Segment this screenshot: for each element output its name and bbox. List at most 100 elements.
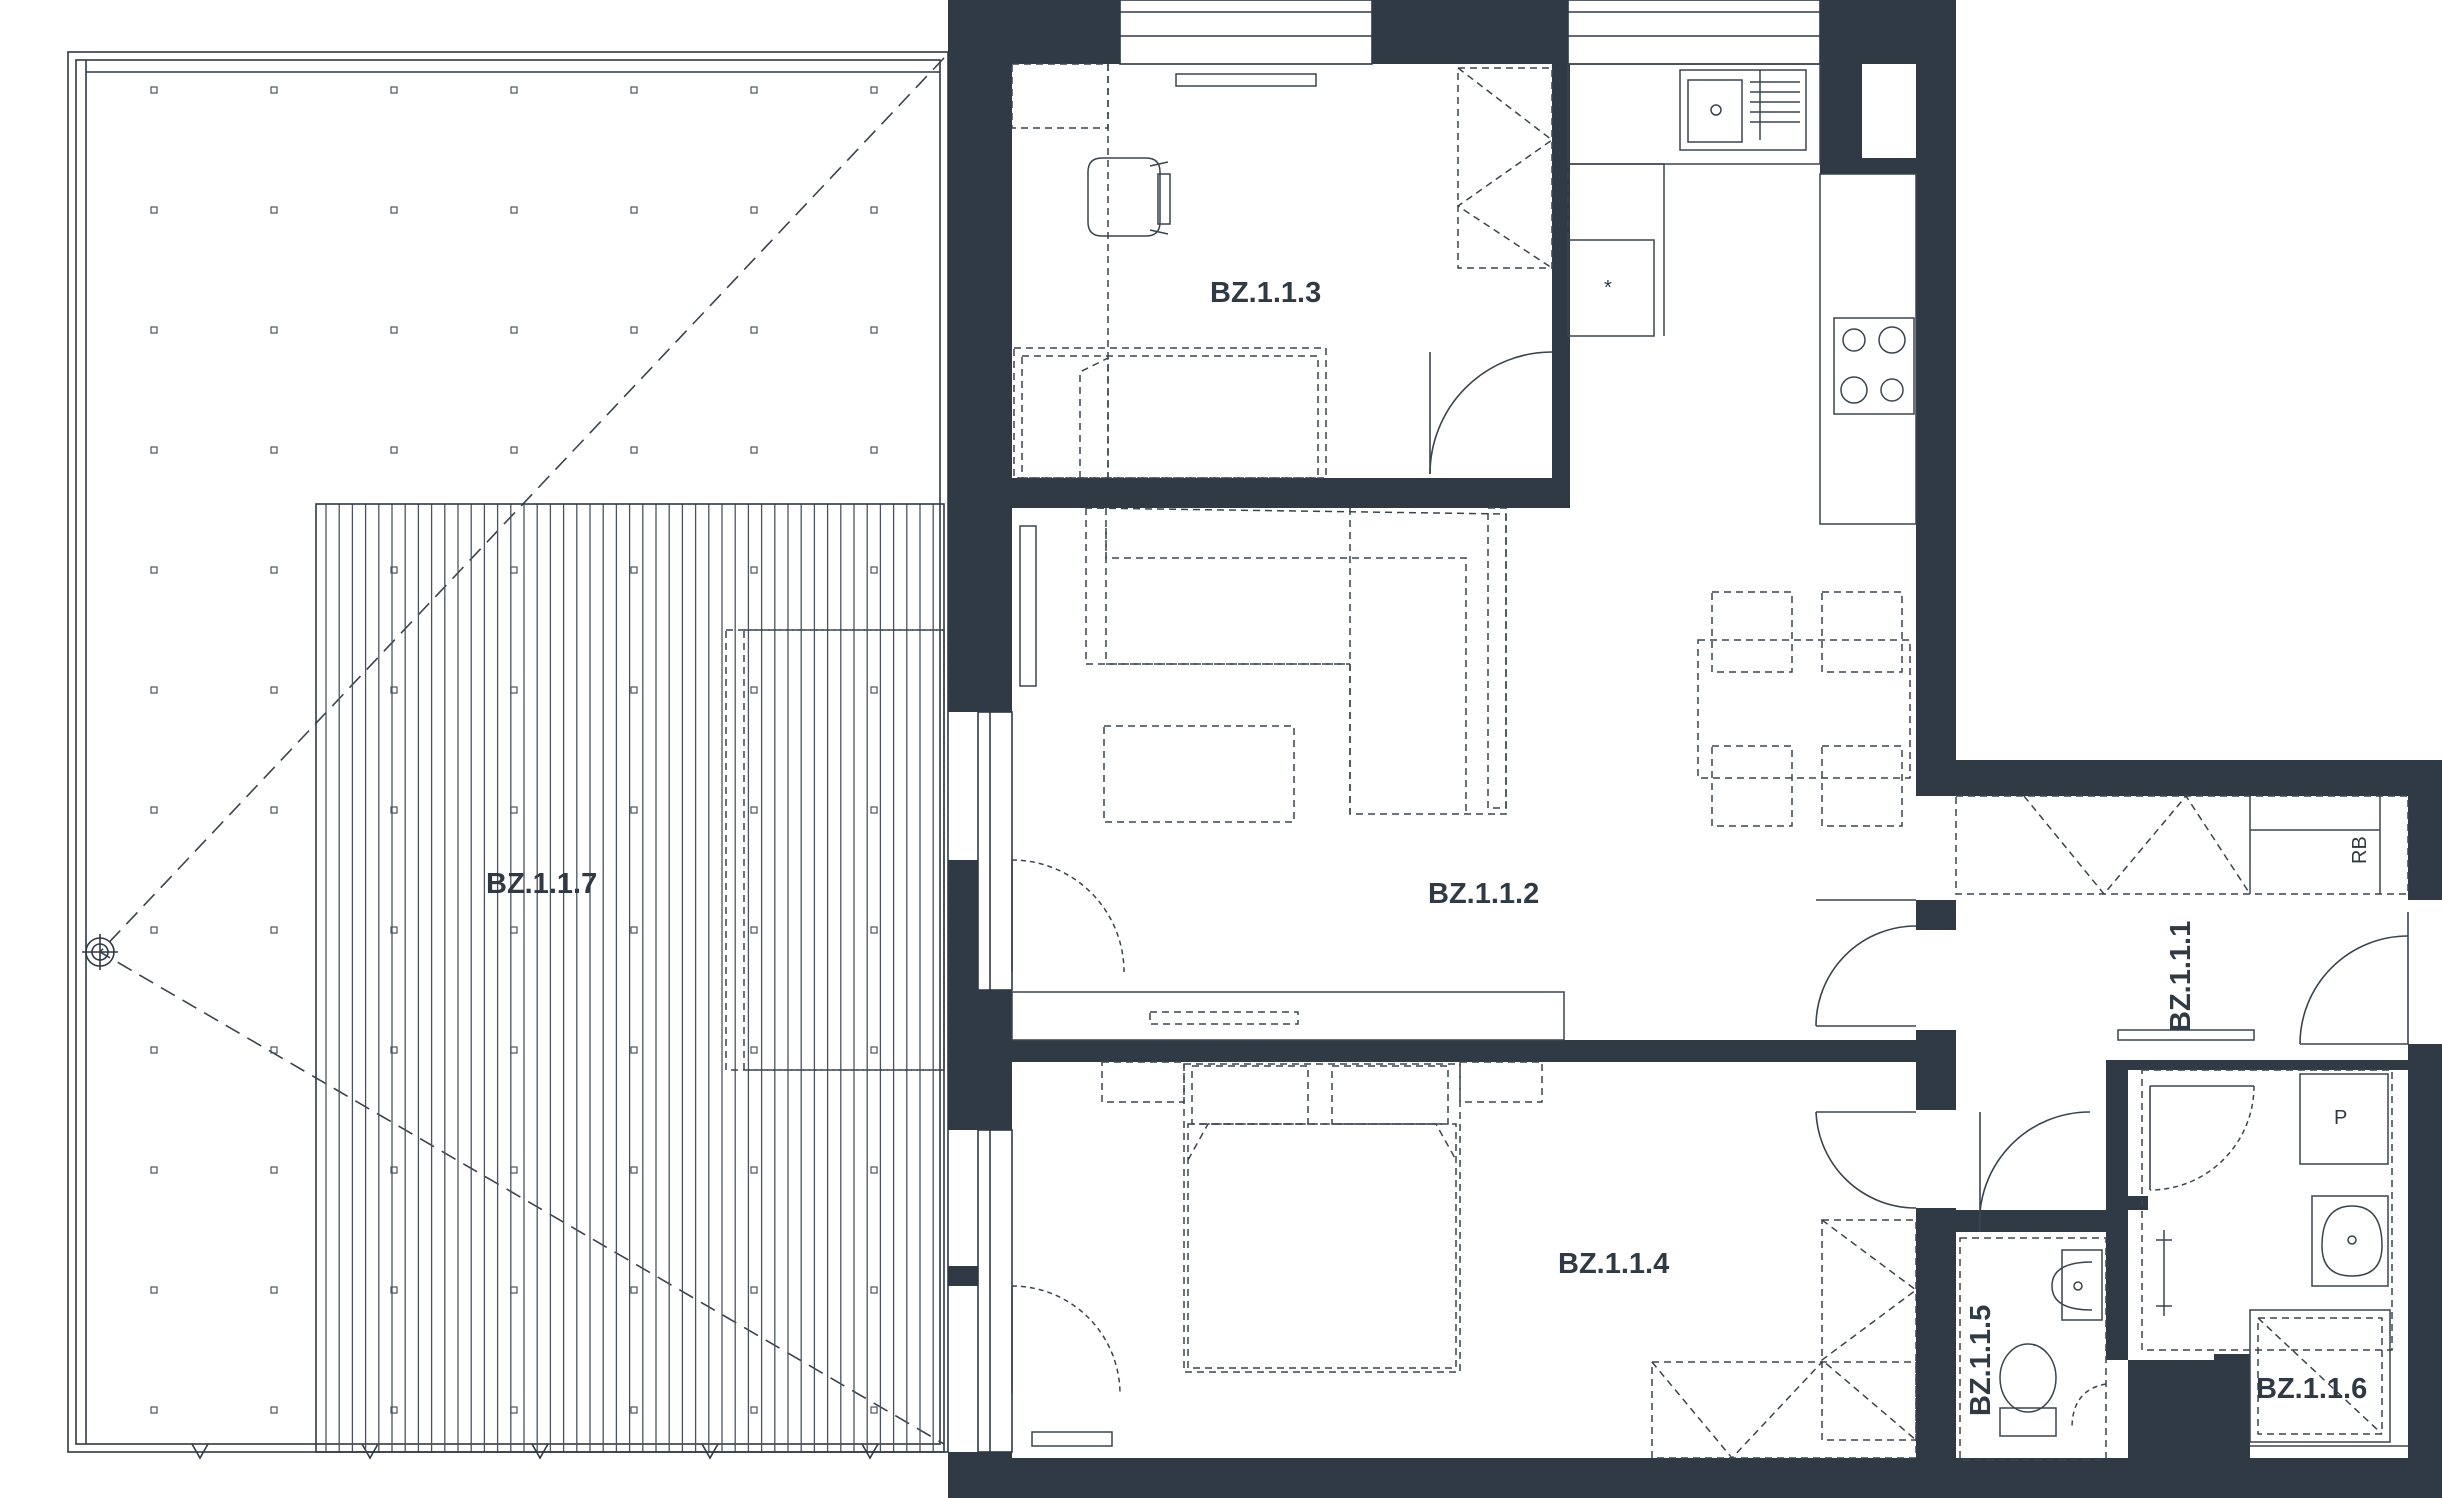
grid-dot — [750, 686, 758, 694]
grid-dot — [270, 326, 278, 334]
room-bz-1-1-5 — [1959, 1111, 2107, 1461]
p-mark: P — [2334, 1107, 2347, 1129]
grid-dot — [150, 1046, 158, 1054]
shower-tray-icon — [2249, 1309, 2391, 1443]
tile-grid-dots — [150, 86, 878, 1414]
grid-dot — [630, 566, 638, 574]
cooktop-icon — [1833, 317, 1915, 415]
grid-dot — [870, 926, 878, 934]
grid-dot — [150, 566, 158, 574]
towel-rail-icon — [2156, 1230, 2172, 1316]
grid-dot — [630, 86, 638, 94]
grid-dot — [510, 1046, 518, 1054]
grid-dot — [150, 206, 158, 214]
grid-dot — [390, 446, 398, 454]
grid-dot — [270, 806, 278, 814]
grid-dot — [390, 1406, 398, 1414]
grid-dot — [390, 1046, 398, 1054]
grid-dot — [510, 326, 518, 334]
grid-dot — [630, 1406, 638, 1414]
grid-dot — [870, 806, 878, 814]
grid-dot — [270, 566, 278, 574]
walls — [948, 0, 2442, 1498]
grid-dot — [510, 566, 518, 574]
room-bz-1-1-1: RB — [1955, 794, 2409, 1045]
grid-dot — [870, 206, 878, 214]
grid-dot — [630, 1286, 638, 1294]
floor-drain-icon — [82, 934, 118, 970]
kitchen-sink-icon — [1679, 69, 1807, 151]
grid-dot — [510, 446, 518, 454]
washbasin-icon — [2051, 1249, 2103, 1321]
room-labels: BZ.1.1.3 BZ.1.1.7 BZ.1.1.2 BZ.1.1.1 BZ.1… — [486, 277, 2367, 1416]
desk-chair-icon — [1087, 157, 1171, 237]
room-label-bz-1-1-7: BZ.1.1.7 — [486, 868, 597, 900]
grid-dot — [510, 1406, 518, 1414]
grid-dot — [150, 686, 158, 694]
grid-dot — [390, 1166, 398, 1174]
grid-dot — [750, 446, 758, 454]
grid-dot — [750, 806, 758, 814]
room-bz-1-1-6: P — [2141, 1069, 2408, 1447]
grid-dot — [150, 1406, 158, 1414]
grid-dot — [150, 926, 158, 934]
toilet-icon — [1999, 1343, 2057, 1437]
grid-dot — [150, 806, 158, 814]
grid-dot — [390, 326, 398, 334]
grid-dot — [630, 926, 638, 934]
room-label-bz-1-1-2: BZ.1.1.2 — [1428, 878, 1539, 910]
washbasin-icon — [2311, 1195, 2389, 1287]
grid-dot — [510, 86, 518, 94]
grid-dot — [390, 86, 398, 94]
kitchen: * — [1567, 63, 1917, 525]
grid-dot — [630, 446, 638, 454]
grid-dot — [510, 926, 518, 934]
grid-dot — [270, 686, 278, 694]
room-label-bz-1-1-4: BZ.1.1.4 — [1558, 1248, 1669, 1280]
grid-dot — [510, 1166, 518, 1174]
grid-dot — [750, 926, 758, 934]
grid-dot — [390, 566, 398, 574]
grid-dot — [870, 86, 878, 94]
grid-dot — [510, 686, 518, 694]
grid-dot — [390, 686, 398, 694]
grid-dot — [870, 326, 878, 334]
grid-dot — [270, 446, 278, 454]
grid-dot — [750, 1286, 758, 1294]
grid-dot — [750, 566, 758, 574]
grid-dot — [390, 926, 398, 934]
grid-dot — [630, 326, 638, 334]
grid-dot — [510, 806, 518, 814]
fridge-mark: * — [1604, 277, 1612, 299]
grid-dot — [870, 1166, 878, 1174]
terrace — [67, 51, 949, 1460]
grid-dot — [750, 1166, 758, 1174]
grid-dot — [270, 1166, 278, 1174]
grid-dot — [390, 1286, 398, 1294]
grid-dot — [390, 206, 398, 214]
grid-dot — [150, 1166, 158, 1174]
grid-dot — [750, 326, 758, 334]
drain-slope-line — [98, 57, 945, 1445]
room-label-bz-1-1-3: BZ.1.1.3 — [1210, 277, 1321, 309]
grid-dot — [150, 326, 158, 334]
room-bz-1-1-4 — [1011, 1061, 1918, 1460]
grid-dot — [630, 806, 638, 814]
grid-dot — [270, 206, 278, 214]
room-bz-1-1-2 — [1011, 507, 1917, 1041]
grid-dot — [750, 86, 758, 94]
grid-dot — [510, 206, 518, 214]
grid-dot — [630, 1166, 638, 1174]
grid-dot — [510, 1286, 518, 1294]
grid-dot — [150, 86, 158, 94]
room-label-bz-1-1-1: BZ.1.1.1 — [2165, 921, 2197, 1032]
room-label-bz-1-1-5: BZ.1.1.5 — [1965, 1305, 1997, 1416]
room-label-bz-1-1-6: BZ.1.1.6 — [2256, 1373, 2367, 1405]
grid-dot — [270, 1046, 278, 1054]
grid-dot — [750, 1046, 758, 1054]
room-bz-1-1-3 — [1011, 63, 1554, 479]
grid-dot — [630, 1046, 638, 1054]
grid-dot — [150, 446, 158, 454]
grid-dot — [270, 86, 278, 94]
